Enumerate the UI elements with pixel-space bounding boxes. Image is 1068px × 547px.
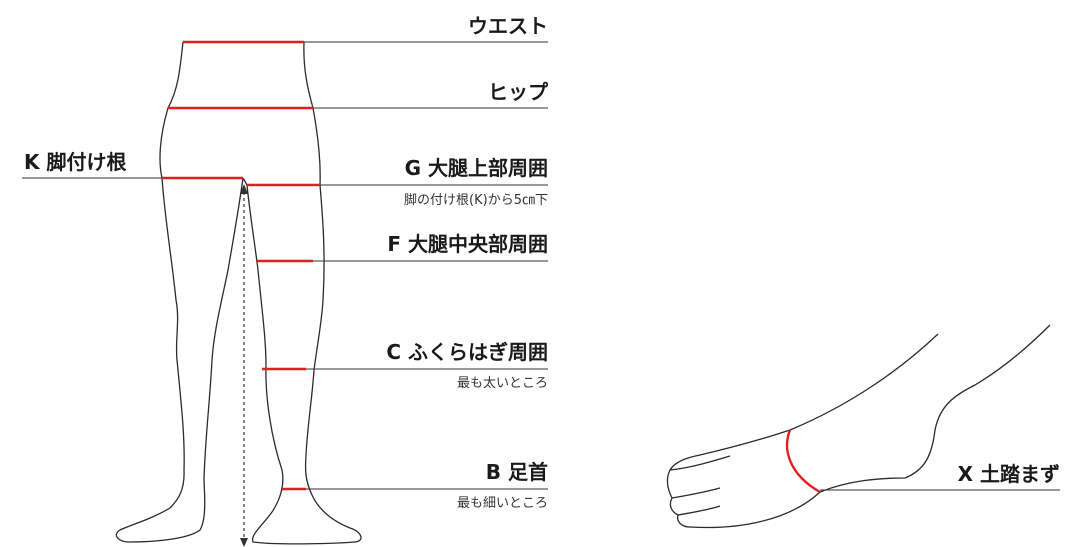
measure-x [785,429,821,494]
leader-lines [22,41,1060,491]
label-k: K 脚付け根 [24,150,127,174]
inseam-arrow [240,184,248,547]
foot-outline [666,324,1051,529]
label-c: C ふくらはぎ周囲 [386,340,548,364]
note-g: 脚の付け根(K)から5㎝下 [404,193,548,208]
note-c: 最も太いところ [456,376,548,391]
label-b: B 足首 [485,460,548,484]
measurement-lines [162,40,821,494]
label-g: G 大腿上部周囲 [404,156,548,180]
note-b: 最も細いところ [456,496,548,511]
label-hip: ヒップ [488,80,548,104]
label-x: X 土踏まず [957,462,1060,486]
label-f: F 大腿中央部周囲 [387,232,548,256]
label-waist: ウエスト [468,14,548,38]
legs-outline [115,41,362,545]
